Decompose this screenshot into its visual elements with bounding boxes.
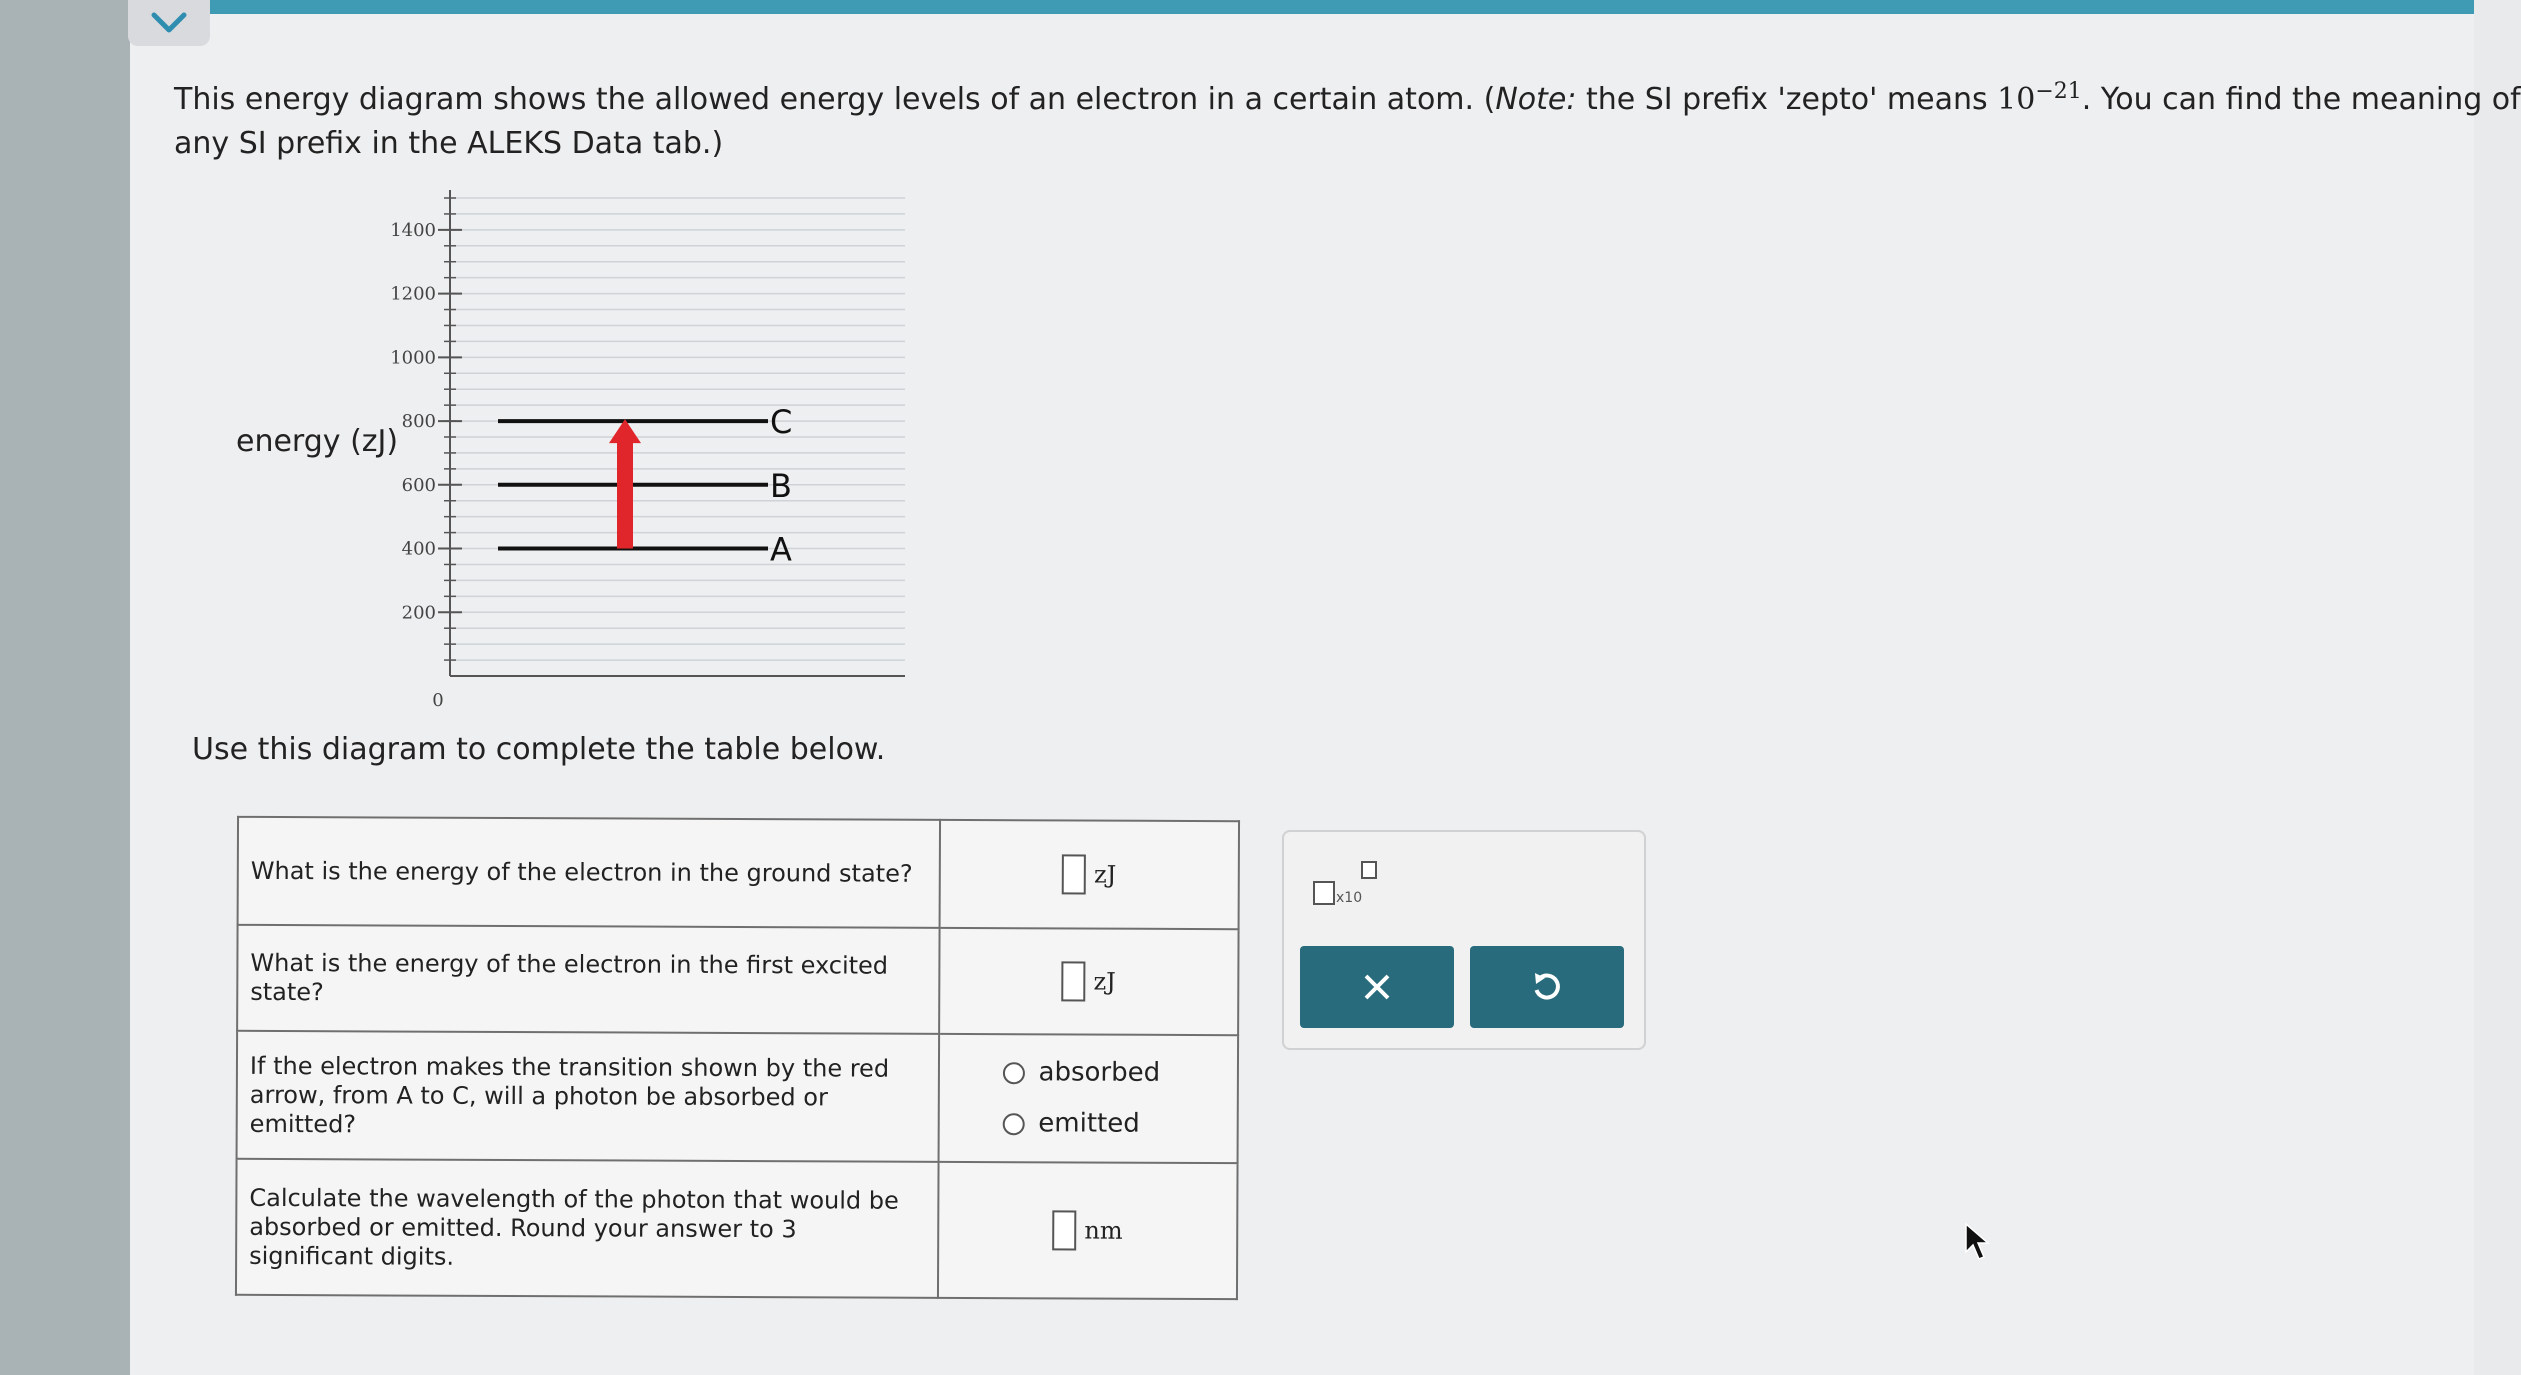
mouse-cursor [1964,1222,1991,1266]
chevron-down-icon [151,12,187,33]
wavelength-input[interactable] [1052,1210,1077,1251]
left-margin [0,0,130,1375]
answer-cell: absorbed emitted [938,1033,1239,1164]
energy-axis-label: energy (zJ) [236,424,399,459]
answer-cell: zJ [938,927,1239,1036]
undo-icon [1534,973,1560,1000]
question-wavelength: Calculate the wavelength of the photon t… [235,1158,939,1298]
power-base: 10 [1997,82,2036,117]
ground-state-input[interactable] [1061,854,1087,895]
scientific-notation-icon: x10 [1313,861,1377,906]
level-label-C: C [770,403,792,441]
answer-table: What is the energy of the electron in th… [234,815,1241,1301]
tick-label: 1400 [390,220,436,241]
tick-label: 600 [402,475,436,496]
answer-cell: zJ [939,819,1240,930]
unit-label: zJ [1093,860,1117,889]
transition-arrow-head [609,419,641,444]
unit-label: zJ [1093,967,1116,996]
power-exponent: −21 [2035,79,2082,104]
question-first-excited: What is the energy of the electron in th… [237,924,940,1034]
absorbed-radio[interactable] [1002,1061,1025,1084]
table-row: Calculate the wavelength of the photon t… [235,1158,1238,1300]
transition-arrow-shaft [617,437,633,549]
answer-tools-panel: x10 [1282,830,1646,1050]
note-label: Note: [1495,82,1577,117]
close-icon [1364,974,1390,1000]
tick-label: 200 [402,602,436,623]
answer-cell: nm [937,1161,1238,1300]
question-ground-state: What is the energy of the electron in th… [237,816,940,928]
absorbed-option[interactable]: absorbed [940,1057,1236,1088]
x10-label: x10 [1336,890,1362,906]
scientific-notation-button[interactable]: x10 [1312,858,1382,908]
emitted-option[interactable]: emitted [940,1108,1236,1139]
table-row: What is the energy of the electron in th… [237,924,1239,1036]
prompt-line-2: any SI prefix in the ALEKS Data tab.) [174,126,724,161]
level-label-A: A [770,531,792,569]
tick-label: 0 [432,690,443,711]
energy-diagram-svg: 1400 1200 1000 800 600 400 200 0 CBA [390,190,905,711]
level-label-B: B [770,467,792,505]
undo-button[interactable] [1470,946,1624,1028]
table-row: What is the energy of the electron in th… [237,816,1240,930]
instruction-text: Use this diagram to complete the table b… [192,732,886,767]
unit-label: nm [1084,1216,1123,1245]
top-accent-bar [130,0,2474,14]
tick-label: 400 [402,539,436,560]
tick-label: 1200 [390,284,436,305]
question-absorbed-emitted: If the electron makes the transition sho… [236,1030,939,1162]
tick-label: 800 [402,411,436,432]
tick-label: 1000 [390,347,436,368]
first-excited-input[interactable] [1061,961,1086,1002]
emitted-radio[interactable] [1002,1112,1025,1135]
clear-button[interactable] [1300,946,1454,1028]
collapse-button[interactable] [128,0,210,46]
cursor-icon [1965,1222,1991,1260]
table-row: If the electron makes the transition sho… [236,1030,1239,1164]
question-prompt: This energy diagram shows the allowed en… [174,70,2521,166]
